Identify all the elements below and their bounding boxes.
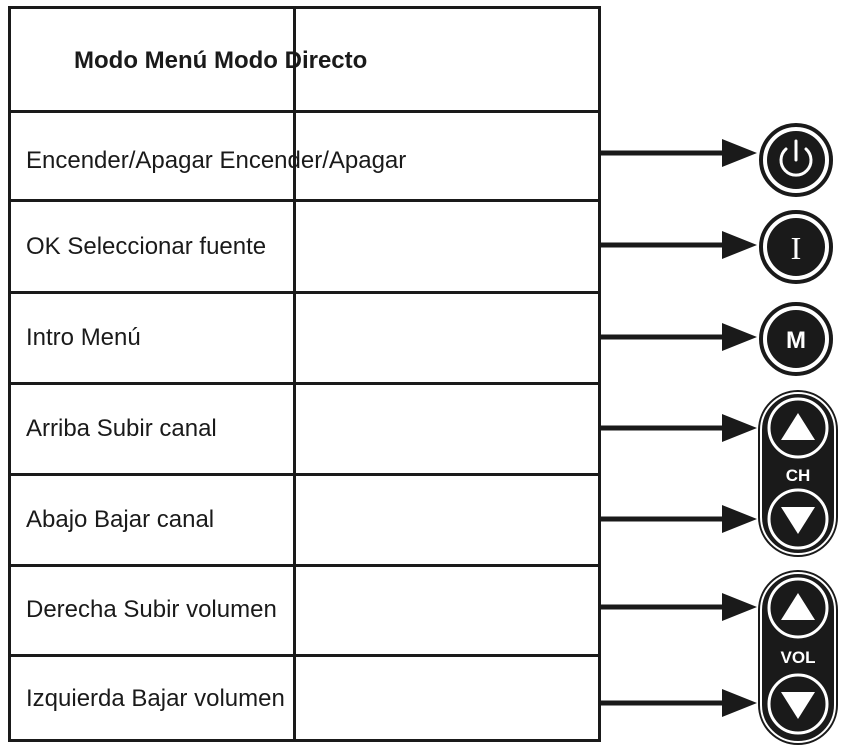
row-divider xyxy=(8,199,601,202)
menu-button[interactable]: M xyxy=(759,302,833,376)
power-icon xyxy=(779,139,813,177)
arrow xyxy=(600,414,757,442)
remote-function-table: Modo Menú Modo Directo Encender/Apagar E… xyxy=(8,6,601,742)
table-row: Derecha Subir volumen xyxy=(26,596,277,623)
channel-rocker: CH xyxy=(758,390,838,557)
table-row: Izquierda Bajar volumen xyxy=(26,685,285,712)
down-triangle-icon xyxy=(781,507,815,534)
arrow xyxy=(600,231,757,259)
arrow xyxy=(600,139,757,167)
volume-label: VOL xyxy=(781,648,816,667)
input-button[interactable]: I xyxy=(759,210,833,284)
column-divider xyxy=(293,6,296,742)
table-row: Intro Menú xyxy=(26,324,141,351)
channel-label: CH xyxy=(786,466,811,485)
row-divider xyxy=(8,382,601,385)
up-triangle-icon xyxy=(781,593,815,620)
table-border-right xyxy=(598,6,601,742)
up-triangle-icon xyxy=(781,413,815,440)
row-divider xyxy=(8,564,601,567)
table-border-top xyxy=(8,6,601,9)
row-divider xyxy=(8,110,601,113)
down-triangle-icon xyxy=(781,692,815,719)
table-border-left xyxy=(8,6,11,742)
arrow xyxy=(600,323,757,351)
table-row: OK Seleccionar fuente xyxy=(26,233,267,260)
table-row: Abajo Bajar canal xyxy=(26,506,215,533)
row-divider xyxy=(8,654,601,657)
row-divider xyxy=(8,291,601,294)
power-button[interactable] xyxy=(759,123,833,197)
arrow xyxy=(600,593,757,621)
arrow xyxy=(600,689,757,717)
volume-down-button[interactable] xyxy=(767,673,829,735)
channel-up-button[interactable] xyxy=(767,397,829,459)
table-border-bottom xyxy=(8,739,601,742)
table-row: Encender/Apagar Encender/Apagar xyxy=(26,147,407,174)
volume-rocker: VOL xyxy=(758,570,838,745)
input-button-label: I xyxy=(791,230,802,266)
volume-up-button[interactable] xyxy=(767,577,829,639)
channel-down-button[interactable] xyxy=(767,488,829,550)
table-row: Arriba Subir canal xyxy=(26,415,217,442)
menu-button-label: M xyxy=(786,327,806,354)
table-header: Modo Menú Modo Directo xyxy=(74,47,368,74)
arrow xyxy=(600,505,757,533)
row-divider xyxy=(8,473,601,476)
